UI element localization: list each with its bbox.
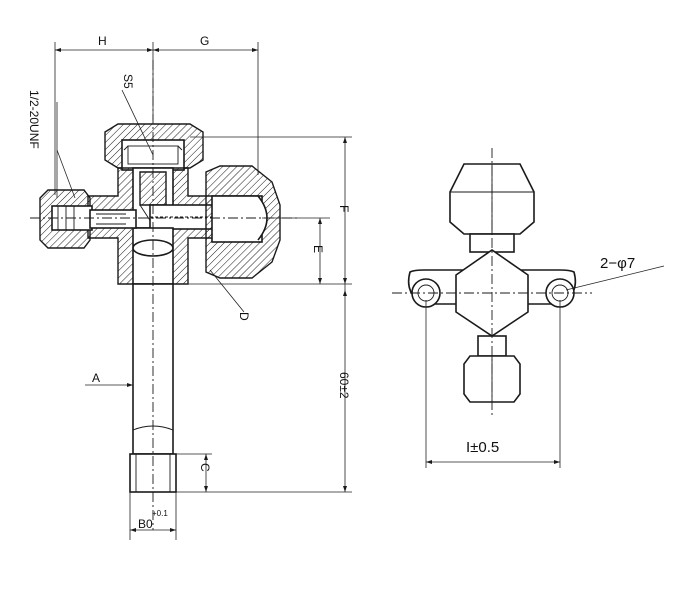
label-e: E xyxy=(311,245,325,253)
label-h: H xyxy=(98,34,107,48)
dimension-length xyxy=(176,284,352,493)
dimension-f-e xyxy=(185,136,352,285)
label-a: A xyxy=(92,371,100,385)
dimension-b0 xyxy=(129,492,177,540)
label-thread: 1/2-20UNF xyxy=(27,90,41,149)
section-view: H G 1/2-20UNF S5 F E D A 60±2 C B0 +0.1 xyxy=(27,34,352,540)
label-length: 60±2 xyxy=(337,372,351,399)
label-g: G xyxy=(200,34,209,48)
dimension-a xyxy=(85,383,133,387)
label-s5: S5 xyxy=(121,74,135,89)
label-holes: 2−φ7 xyxy=(600,255,635,272)
label-d: D xyxy=(237,312,251,321)
label-b0: B0 xyxy=(138,517,153,531)
flare-nut xyxy=(205,165,281,279)
dimension-h-g xyxy=(54,42,259,195)
front-view: 2−φ7 I±0.5 xyxy=(392,148,665,468)
cap-nut xyxy=(104,123,204,171)
label-i-tol: I±0.5 xyxy=(466,439,499,456)
label-f: F xyxy=(337,205,351,212)
dimension-c xyxy=(176,453,212,492)
label-c: C xyxy=(198,463,212,472)
label-b0-tol: +0.1 xyxy=(152,509,168,518)
